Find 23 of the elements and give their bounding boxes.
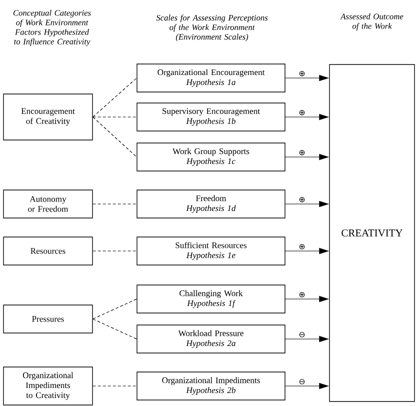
category-box: Pressures: [3, 304, 93, 334]
category-box: Autonomy or Freedom: [3, 190, 93, 218]
scale-box: Workload Pressure Hypothesis 2a: [136, 324, 286, 354]
category-box: Organizational Impediments to Creativity: [3, 366, 93, 406]
scale-box: Freedom Hypothesis 1d: [136, 190, 286, 218]
connector-line: [92, 250, 137, 252]
scale-box: Organizational Impediments Hypothesis 2b: [136, 372, 286, 400]
scale-box: Work Group Supports Hypothesis 1c: [136, 142, 286, 172]
connector-line: [92, 116, 137, 118]
scale-box: Sufficient Resources Hypothesis 1e: [136, 236, 286, 266]
connector-line: [92, 318, 137, 340]
column-heading: Conceptual Categories of Work Environment Factors Hypothesized to Influence Creativity: [13, 10, 91, 46]
connector-line: [92, 298, 137, 320]
scale-box: Organizational Encouragement Hypothesis 1a: [136, 64, 286, 92]
category-box: Resources: [3, 236, 93, 266]
outcome-box: CREATIVITY: [329, 64, 415, 402]
column-heading: Scales for Assessing Perceptions of the Work Environment (Environment Scales): [156, 14, 268, 42]
scale-box: Supervisory Encouragement Hypothesis 1b: [136, 102, 286, 132]
scale-box: Challenging Work Hypothesis 1f: [136, 284, 286, 314]
column-heading: Assessed Outcome of the Work: [340, 13, 404, 31]
connector-line: [92, 116, 137, 158]
category-box: Encouragement of Creativity: [3, 94, 93, 140]
connector-line: [92, 78, 137, 118]
